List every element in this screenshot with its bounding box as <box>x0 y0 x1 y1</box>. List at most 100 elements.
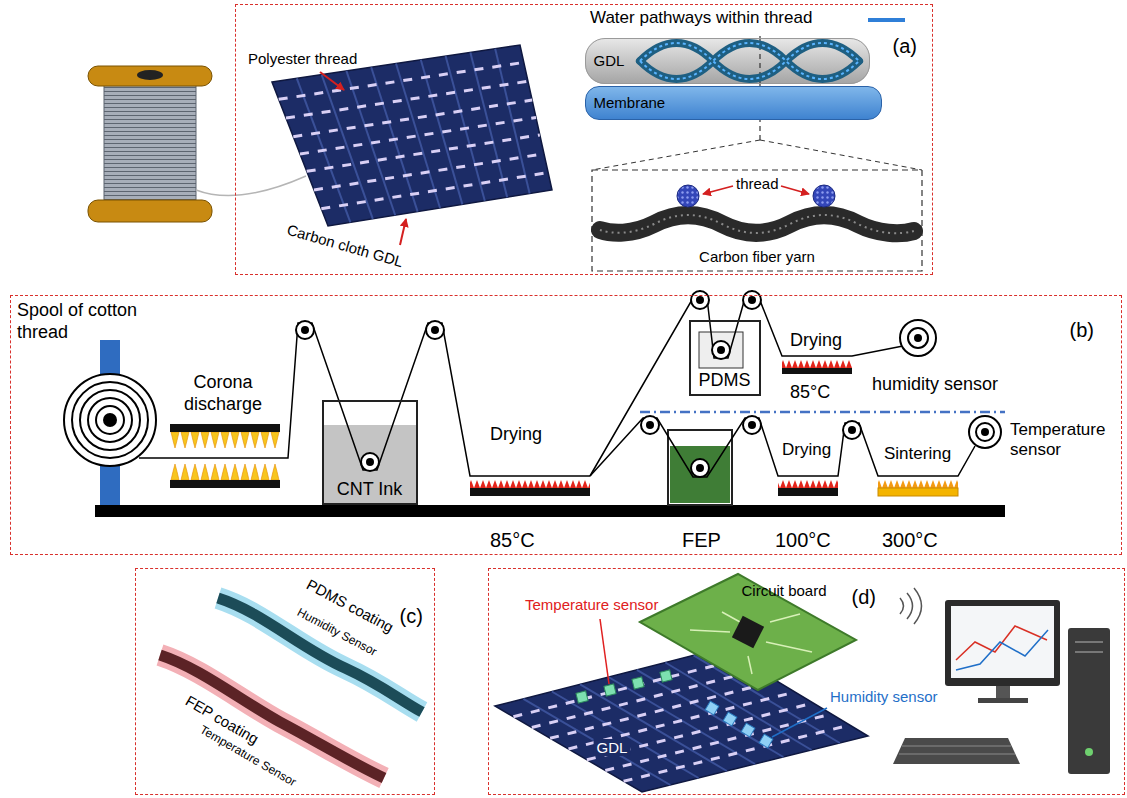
carbon-cloth <box>272 45 552 245</box>
sensor-gdl <box>900 588 922 624</box>
step-label: Sintering <box>884 444 951 463</box>
cross-section <box>781 186 809 194</box>
computer <box>945 600 1060 686</box>
sensor-gdl <box>660 670 672 682</box>
sensor-gdl <box>705 701 773 748</box>
coating-line <box>969 416 1001 448</box>
cross-section <box>585 38 870 84</box>
part-label: Spool of cotton thread <box>17 300 167 343</box>
output-label: Temperature sensor <box>1010 420 1105 459</box>
output-label: humidity sensor <box>872 374 998 396</box>
coating-line <box>782 368 852 374</box>
thread-spool <box>88 66 306 222</box>
board-trace <box>766 642 812 652</box>
sensor-gdl <box>495 648 868 792</box>
coating-line <box>590 418 975 477</box>
coating-line <box>170 424 280 432</box>
text-holder: Membrane <box>594 94 666 112</box>
part-label: Carbon cloth GDL <box>285 221 405 271</box>
bath-label: CNT Ink <box>337 479 403 499</box>
coating-line <box>843 421 861 439</box>
thread-spool <box>88 66 212 86</box>
coating-line <box>590 291 903 476</box>
sensor-gdl <box>523 699 670 785</box>
step-label: Corona discharge <box>184 372 262 414</box>
computer <box>893 738 1020 764</box>
coated-thread <box>160 655 384 778</box>
carbon-cloth <box>396 64 440 209</box>
coating-line <box>743 416 761 434</box>
carbon-cloth <box>320 72 344 90</box>
sensor-callout: Temperature sensor <box>525 596 658 613</box>
sensor-gdl <box>723 712 737 726</box>
coating-line <box>646 421 654 429</box>
temperature-value: 85°C <box>790 382 830 404</box>
cross-section <box>703 186 733 194</box>
temperature-value: 85°C <box>790 382 830 402</box>
coating-line <box>878 480 958 488</box>
thread-spool <box>104 84 196 204</box>
carbon-cloth <box>314 154 544 190</box>
panel-letter: (c) <box>400 605 423 627</box>
carbon-cloth <box>495 49 529 194</box>
coating-line <box>366 458 374 466</box>
coating-line <box>64 291 1005 517</box>
panel-frame: CNT InkPDMS(b) <box>10 295 1122 555</box>
coating-line <box>717 346 725 354</box>
coating-line <box>324 425 416 503</box>
step-label: Drying <box>790 330 842 350</box>
bath-label: FEP <box>682 528 721 552</box>
coating-line <box>96 406 124 434</box>
sensor-gdl <box>759 734 773 748</box>
coating-line <box>782 360 852 368</box>
temperature-value: 85°C <box>490 528 535 552</box>
computer <box>951 606 1054 678</box>
carbon-cloth <box>279 62 524 99</box>
cross-section <box>640 43 859 79</box>
cross-section <box>760 140 922 170</box>
coated-thread <box>160 655 384 778</box>
board-shape <box>640 574 856 690</box>
coating-line <box>696 296 704 304</box>
legend-text: Water pathways within thread <box>590 8 812 27</box>
coating-line <box>699 332 743 368</box>
sensor-gdl <box>772 708 827 737</box>
text-holder: Circuit board <box>742 582 827 600</box>
coating-line <box>170 432 280 448</box>
sensor-gdl <box>576 670 672 703</box>
text-holder: PDMS <box>691 370 759 392</box>
panel-letter: (a) <box>893 35 917 57</box>
computer <box>1075 642 1103 652</box>
ink-bath: CNT Ink <box>322 400 418 505</box>
board-trace <box>770 614 800 622</box>
carbon-cloth <box>300 118 536 155</box>
part-label: Carbon fiber yarn <box>699 248 815 266</box>
computer <box>956 630 1048 670</box>
part-label: thread <box>736 175 779 192</box>
carbon-cloth <box>293 100 532 137</box>
carbon-cloth <box>286 81 528 118</box>
cross-section <box>592 170 922 271</box>
computer <box>978 698 1028 703</box>
sensor-gdl <box>513 659 849 781</box>
coating-line <box>641 416 659 434</box>
coating-line <box>748 296 756 304</box>
coating-line <box>470 488 590 496</box>
sensor-gdl <box>580 684 727 771</box>
step-label: Drying <box>782 440 831 460</box>
coating-line <box>778 480 838 488</box>
bath-label: FEP <box>682 529 721 551</box>
membrane-layer: Membrane <box>585 86 882 120</box>
temperature-value: 300°C <box>882 529 938 551</box>
thread-spool <box>196 176 306 196</box>
cross-section <box>640 43 859 79</box>
cross-section <box>600 215 914 233</box>
sensor-gdl <box>600 619 609 684</box>
coating-line <box>743 291 761 309</box>
temperature-value: 100°C <box>775 528 831 552</box>
text-holder: CNT Ink <box>324 479 416 501</box>
carbon-cloth <box>421 60 463 205</box>
carbon-cloth <box>321 173 548 209</box>
